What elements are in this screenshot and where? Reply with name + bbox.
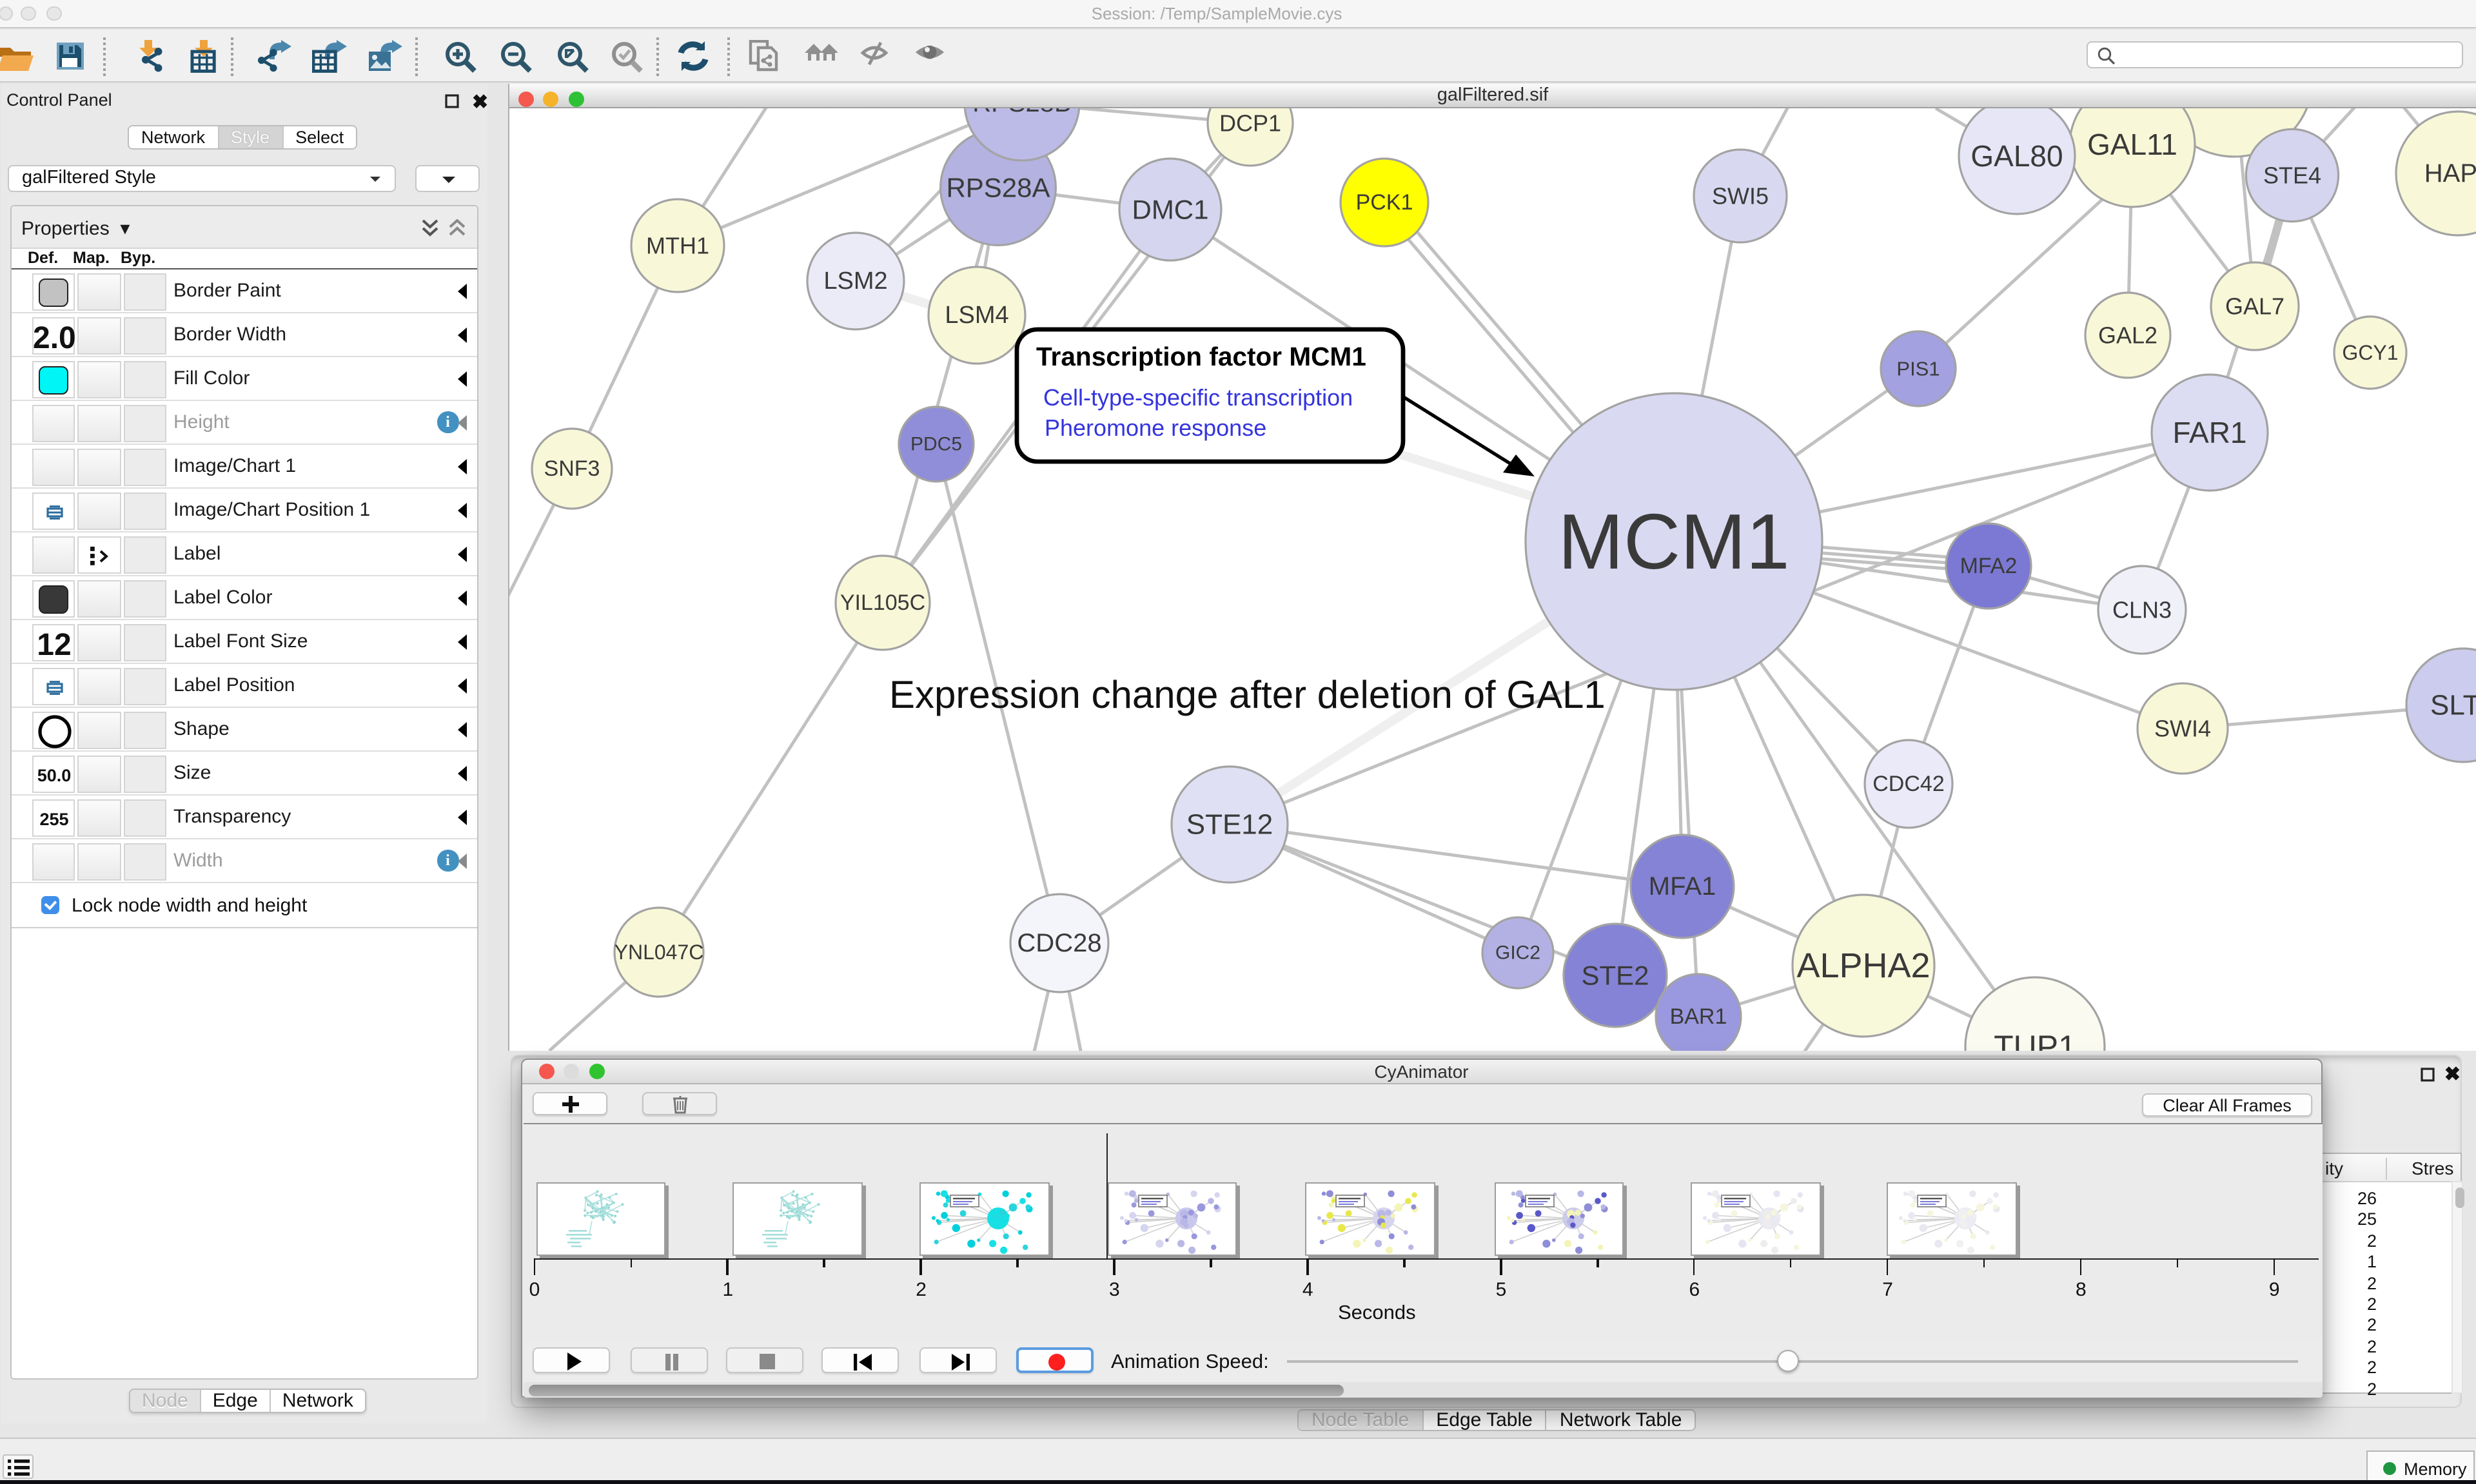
svg-text:Expression change after deleti: Expression change after deletion of GAL1 [889, 673, 1606, 716]
svg-text:DCP1: DCP1 [1219, 110, 1281, 137]
svg-text:FAR1: FAR1 [2172, 416, 2246, 449]
svg-text:GCY1: GCY1 [2342, 341, 2398, 364]
svg-text:SLT2: SLT2 [2430, 690, 2476, 721]
svg-text:TUP1: TUP1 [1994, 1029, 2076, 1051]
svg-text:SWI4: SWI4 [2154, 716, 2211, 742]
svg-text:YNL047C: YNL047C [614, 941, 704, 964]
svg-text:MTH1: MTH1 [646, 233, 709, 259]
svg-text:LSM2: LSM2 [823, 268, 887, 295]
svg-text:PCK1: PCK1 [1356, 190, 1413, 215]
svg-text:CLN3: CLN3 [2112, 597, 2172, 623]
svg-text:RPS28A: RPS28A [946, 173, 1050, 203]
svg-text:MCM1: MCM1 [1558, 498, 1789, 585]
svg-text:GAL7: GAL7 [2225, 293, 2284, 320]
svg-text:DMC1: DMC1 [1132, 195, 1208, 225]
svg-text:MFA1: MFA1 [1649, 872, 1716, 901]
svg-text:Pheromone response: Pheromone response [1045, 415, 1266, 441]
svg-text:MFA2: MFA2 [1960, 554, 2018, 578]
svg-text:GAL80: GAL80 [1970, 139, 2063, 173]
svg-text:Transcription factor MCM1: Transcription factor MCM1 [1036, 342, 1366, 371]
svg-text:GAL2: GAL2 [2098, 322, 2157, 349]
svg-text:SNF3: SNF3 [544, 456, 600, 481]
svg-text:STE4: STE4 [2263, 162, 2321, 189]
svg-text:SWI5: SWI5 [1712, 183, 1769, 210]
svg-text:PDC5: PDC5 [910, 434, 962, 455]
svg-text:RPS28B: RPS28B [972, 108, 1071, 117]
svg-text:GAL11: GAL11 [2087, 128, 2177, 161]
svg-text:PIS1: PIS1 [1896, 358, 1940, 380]
svg-text:ALPHA2: ALPHA2 [1796, 946, 1930, 985]
svg-text:CDC28: CDC28 [1017, 929, 1101, 957]
svg-text:HAP2: HAP2 [2424, 159, 2476, 188]
svg-text:BAR1: BAR1 [1670, 1004, 1727, 1029]
svg-text:CDC42: CDC42 [1872, 772, 1944, 796]
svg-text:STE2: STE2 [1581, 961, 1649, 991]
svg-text:YIL105C: YIL105C [840, 591, 925, 615]
svg-text:LSM4: LSM4 [945, 302, 1008, 329]
svg-text:Cell-type-specific transcripti: Cell-type-specific transcription [1043, 384, 1353, 411]
svg-text:STE12: STE12 [1186, 809, 1273, 841]
svg-text:GIC2: GIC2 [1495, 942, 1540, 964]
